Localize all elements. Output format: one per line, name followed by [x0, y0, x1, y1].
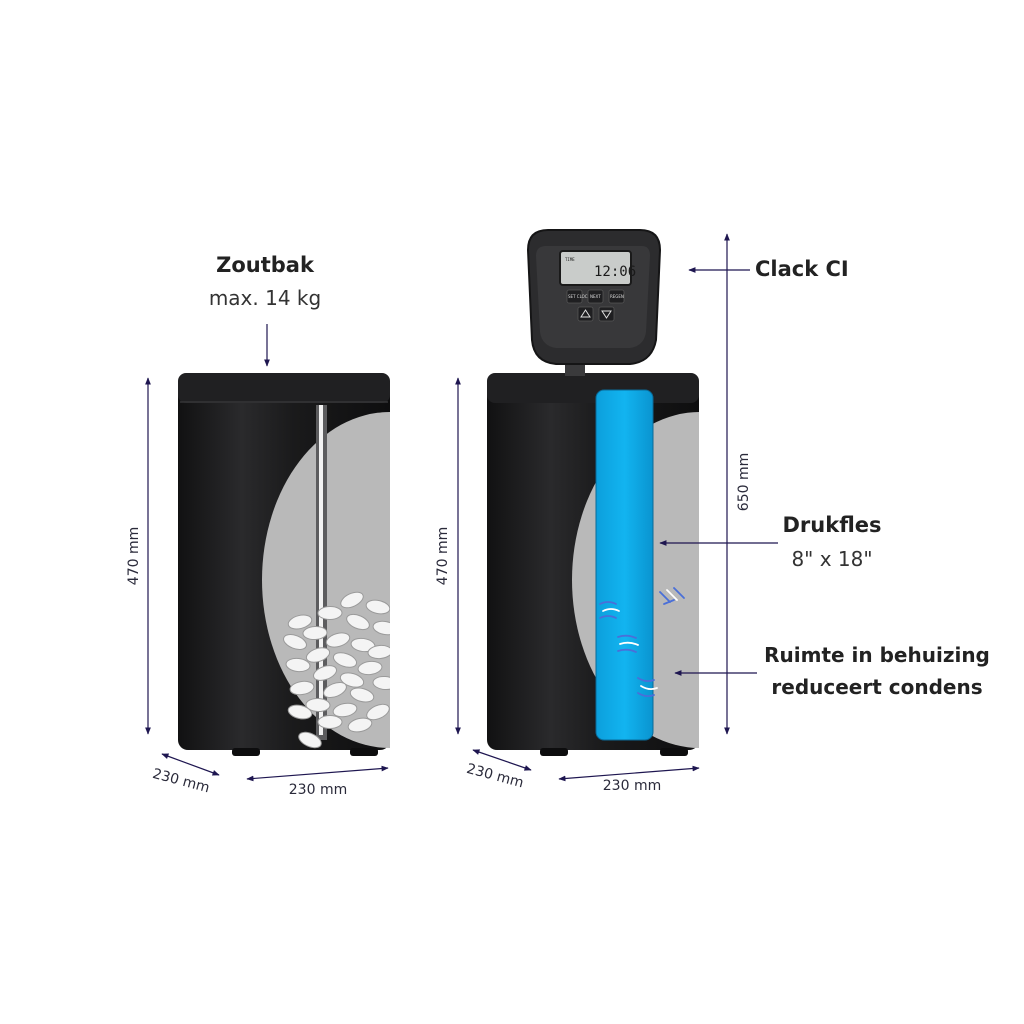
controller-button-row: SET CLOCK NEXT REGEN [566, 289, 625, 304]
salt-tablet [317, 715, 343, 729]
left-foot [350, 748, 378, 756]
lcd-display [559, 250, 632, 286]
salt-tablet [325, 632, 351, 648]
salt-tablet [340, 591, 364, 609]
salt-tablets [283, 591, 390, 749]
pressure-vessel [595, 389, 654, 741]
vessel-title: Drukfles [782, 513, 881, 537]
arrow-down-icon [601, 310, 612, 319]
arrow-up-icon [580, 309, 591, 318]
right-height-label: 470 mm [435, 527, 451, 585]
dimension-lines [145, 233, 778, 782]
salt-tablet [332, 652, 358, 668]
next-button[interactable] [587, 289, 604, 304]
salt-tablet [283, 634, 307, 650]
left-height-label: 470 mm [126, 527, 142, 585]
salt-tablet [372, 620, 390, 636]
space-note-line2: reduceert condens [771, 675, 982, 699]
softener-cabinet-right [487, 373, 699, 756]
salt-tablet [305, 697, 331, 713]
salt-tablet [365, 599, 390, 615]
left-foot [232, 748, 260, 756]
salt-tablet [349, 687, 375, 703]
set-clock-button[interactable] [566, 289, 583, 304]
salt-tablet [339, 672, 365, 688]
lcd-time-readout: 12:06 [594, 264, 636, 280]
vessel-size: 8" x 18" [791, 547, 872, 571]
brine-tank-capacity: max. 14 kg [209, 286, 321, 310]
right-depth-dim [472, 749, 532, 771]
salt-tablet [323, 681, 347, 699]
clack-controller: TIME 12:06 SET CLOCK NEXT REGEN [526, 229, 662, 376]
salt-tablet [346, 613, 370, 631]
left-depth-dim [161, 753, 220, 776]
left-width-dim [246, 765, 389, 782]
salt-tablet [302, 625, 328, 641]
right-width-label: 230 mm [603, 778, 661, 794]
brine-tank-title: Zoutbak [216, 253, 315, 277]
salt-tablet [305, 647, 331, 663]
left-depth-label: 230 mm [151, 766, 212, 797]
salt-tablet [347, 717, 373, 733]
right-width-dim [558, 765, 700, 782]
salt-tablet [285, 657, 311, 673]
regen-button[interactable] [608, 289, 625, 304]
salt-tablet [289, 680, 315, 696]
total-height-label: 650 mm [736, 453, 752, 511]
salt-tablet [298, 731, 322, 749]
controller-arrow-row [577, 306, 615, 322]
salt-tablet [366, 703, 390, 721]
salt-tablet [317, 605, 343, 621]
space-note-line1: Ruimte in behuizing [764, 643, 990, 667]
lcd-small-label: TIME [565, 257, 575, 262]
salt-tablet [287, 614, 313, 630]
salt-tablet [372, 675, 390, 691]
svg-text:SET CLOCK: SET CLOCK [568, 294, 591, 299]
salt-tablet [357, 660, 383, 676]
valve-name-label: Clack CI [755, 257, 849, 281]
salt-tablet [367, 644, 390, 660]
salt-chamber-cutaway [262, 412, 390, 748]
salt-tablet [287, 704, 313, 720]
airflow-marks [599, 587, 685, 698]
right-foot [540, 748, 568, 756]
svg-text:NEXT: NEXT [590, 294, 601, 299]
brine-cabinet-left [178, 373, 390, 756]
right-cabinet-lid [487, 373, 699, 403]
salt-tablet [313, 665, 337, 681]
salt-tablet [332, 702, 358, 718]
svg-text:REGEN: REGEN [610, 294, 624, 299]
left-cabinet-lid [178, 373, 390, 403]
right-foot [660, 748, 688, 756]
left-width-label: 230 mm [289, 782, 347, 798]
